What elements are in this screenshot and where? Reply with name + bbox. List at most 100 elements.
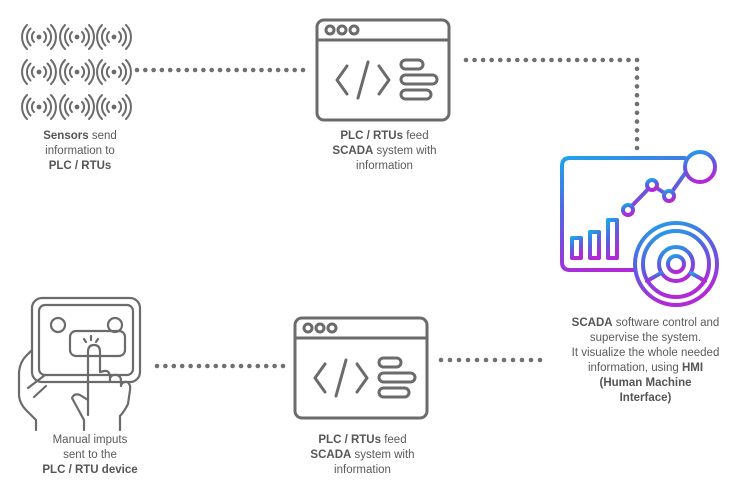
connector-dot (634, 84, 640, 89)
plc-top-text-line2: system with (373, 145, 437, 157)
connector-sensors-to-plc (134, 67, 306, 73)
connector-dot (566, 57, 571, 63)
dotted-connectors (134, 57, 640, 369)
connector-dot (510, 357, 516, 363)
connector-dot (634, 57, 640, 63)
scada-dashboard-icon (560, 150, 719, 307)
plc-top-text-line3: information (356, 160, 413, 172)
connector-dot (292, 67, 298, 73)
plc-top-caption: PLC / RTUs feed SCADA system with inform… (312, 129, 457, 174)
connector-dot (634, 101, 640, 107)
connector-dot (300, 67, 306, 73)
connector-dot (188, 363, 193, 369)
connector-dot (634, 136, 640, 142)
plc-bottom-scada-label: SCADA (310, 449, 352, 461)
connector-dot (480, 57, 486, 63)
hmi-label: HMI (681, 362, 704, 374)
scada-caption: SCADA software control and supervise the… (548, 316, 743, 406)
connector-dot (506, 57, 512, 63)
sensor-grid-icon (21, 24, 132, 120)
connector-dot (171, 363, 177, 369)
connector-dot (574, 57, 580, 63)
manual-text-line1: Manual imputs (52, 434, 128, 446)
connector-dot (540, 57, 546, 63)
connector-dot (537, 357, 543, 363)
connector-dot (209, 67, 214, 73)
connector-dot (519, 357, 525, 363)
connector-dot (634, 145, 640, 151)
plc-top-scada-label: SCADA (332, 145, 374, 157)
connector-dot (284, 67, 289, 73)
connector-dot (226, 67, 231, 73)
connector-dot (154, 363, 160, 369)
connector-dot (259, 67, 264, 73)
connector-dot (250, 67, 256, 73)
connector-dot (167, 67, 173, 73)
connector-dot (600, 57, 606, 63)
connector-dot (483, 357, 489, 363)
connector-manual-to-plc (154, 363, 286, 369)
connector-dot (234, 67, 239, 73)
connector-dot (557, 57, 563, 63)
connector-dot (617, 57, 623, 63)
connector-dot (591, 57, 597, 63)
code-window-icon-bottom (293, 316, 429, 420)
plc-bottom-label: PLC / RTUs (318, 434, 382, 446)
connector-dot (489, 57, 494, 63)
code-window-icon-top (315, 18, 451, 122)
plc-bottom-text: feed (381, 434, 407, 446)
connector-dot (217, 67, 223, 73)
connector-dot (634, 110, 640, 116)
connector-dot (263, 363, 269, 369)
manual-target-label: PLC / RTU device (42, 464, 138, 476)
connector-dot (501, 357, 507, 363)
plc-bottom-text-line2: system with (351, 449, 415, 461)
connector-dot (447, 357, 453, 363)
connector-dot (201, 67, 206, 73)
connector-dot (497, 57, 503, 63)
connector-plc-to-scada (463, 57, 640, 151)
sensors-caption: Sensors send information to PLC / RTUs (20, 129, 140, 174)
connector-dot (456, 357, 462, 363)
touch-panel-icon (17, 296, 142, 432)
sensors-label: Sensors (43, 130, 89, 142)
connector-dot (205, 363, 210, 369)
scada-text-line2: supervise the system. (589, 332, 702, 344)
sensors-text: send (88, 130, 117, 142)
connector-dot (221, 363, 227, 369)
connector-dot (634, 119, 640, 124)
connector-dot (230, 363, 235, 369)
connector-dot (272, 363, 277, 369)
connector-dot (192, 67, 198, 73)
manual-caption: Manual imputs sent to the PLC / RTU devi… (20, 433, 160, 478)
connector-dot (438, 357, 444, 363)
connector-dot (463, 57, 469, 63)
connector-dot (634, 66, 640, 72)
connector-dot (549, 57, 554, 63)
connector-dot (159, 67, 165, 73)
connector-dot (634, 128, 640, 133)
connector-dot (255, 363, 261, 369)
manual-text-line2: sent to the (63, 449, 117, 461)
scada-text: software control and (612, 317, 720, 329)
connector-dot (143, 67, 148, 73)
plc-top-text: feed (403, 130, 429, 142)
connector-dot (609, 57, 614, 63)
connector-dot (184, 67, 190, 73)
sensors-text-line2: information to (45, 145, 115, 157)
hmi-expansion-line2: Interface) (619, 392, 672, 404)
plc-top-label: PLC / RTUs (340, 130, 404, 142)
connector-dot (275, 67, 281, 73)
connector-dot (267, 67, 273, 73)
connector-dot (280, 363, 286, 369)
connector-dot (528, 357, 534, 363)
connector-dot (634, 75, 640, 80)
connector-dot (247, 363, 252, 369)
plc-bottom-text-line3: information (334, 464, 391, 476)
connector-dot (472, 57, 477, 63)
scada-label: SCADA (571, 317, 613, 329)
connector-dot (238, 363, 244, 369)
connector-dot (242, 67, 248, 73)
connector-dot (196, 363, 202, 369)
